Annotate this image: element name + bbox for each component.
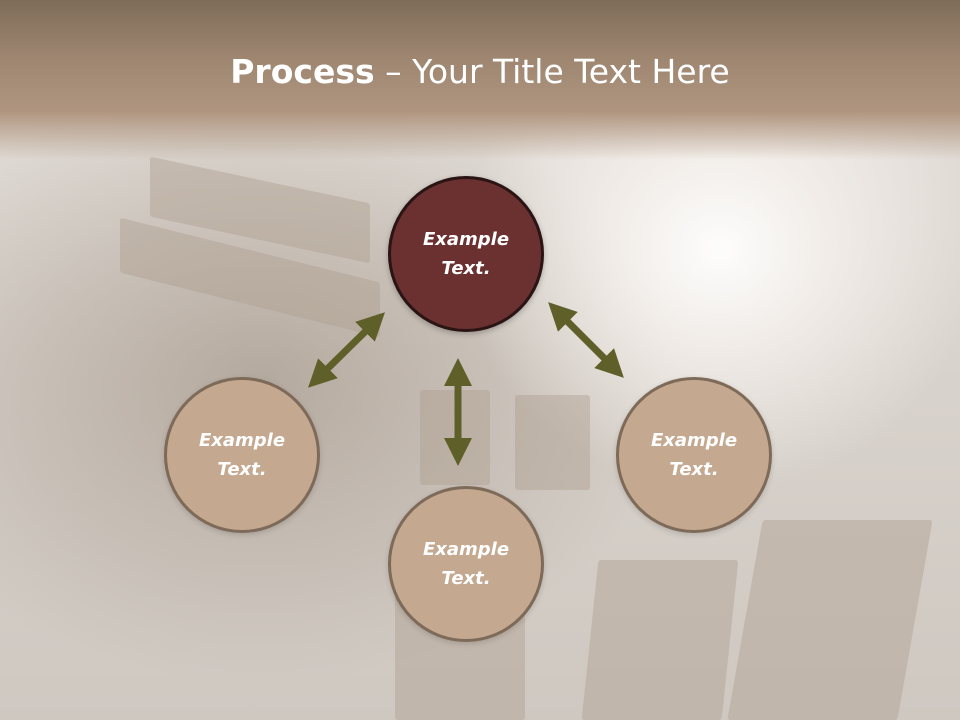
title-bold: Process	[230, 52, 375, 91]
bottom-node[interactable]: Example Text.	[388, 486, 544, 642]
center-node[interactable]: Example Text.	[388, 176, 544, 332]
bottom-node-label: Example Text.	[422, 539, 510, 589]
right-node[interactable]: Example Text.	[616, 377, 772, 533]
center-node-label: Example Text.	[422, 229, 510, 279]
left-node[interactable]: Example Text.	[164, 377, 320, 533]
title-bar	[0, 0, 960, 160]
right-node-label: Example Text.	[650, 430, 738, 480]
arrow-center-left	[308, 312, 385, 388]
slide-title: Process – Your Title Text Here	[0, 52, 960, 91]
title-rest: – Your Title Text Here	[374, 52, 730, 91]
left-node-label: Example Text.	[198, 430, 286, 480]
arrow-center-right	[548, 302, 624, 378]
